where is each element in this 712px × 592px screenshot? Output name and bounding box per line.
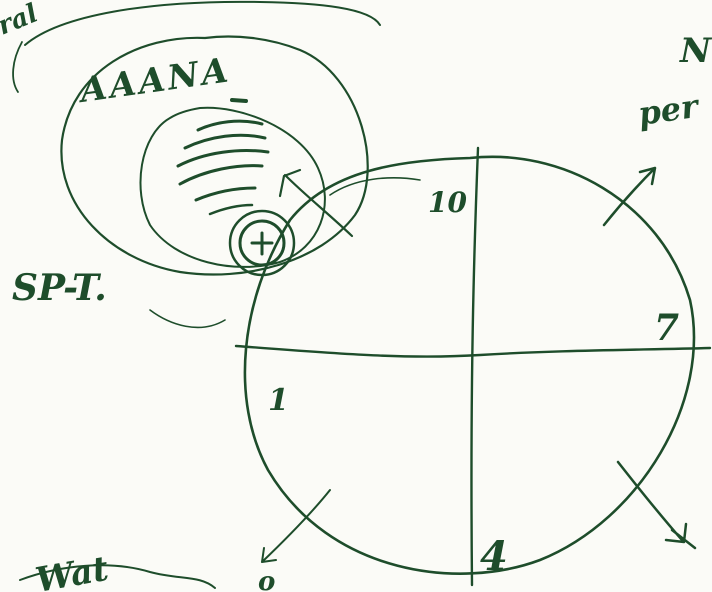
layers-text: AAANA [75,50,234,111]
layer-stroke-4 [180,166,262,184]
vertical-axis [471,148,478,585]
bottom-small-text: o [258,567,275,592]
layer-stroke-5 [196,188,255,200]
sp-t-label: SP-T. [12,267,107,309]
quadrant-label-1: 1 [268,383,289,418]
quadrant-label-4: 4 [480,533,508,580]
arrow-up-right [604,168,655,225]
dash-mark [232,100,246,101]
layer-stroke-6 [210,205,252,214]
sp-t-underline [150,310,225,327]
quadrant-label-7: 7 [654,307,679,349]
top-right-fragment-text: N [679,31,712,71]
layer-stroke-3 [178,151,268,166]
top-left-fragment-text: ral [0,0,42,41]
bottom-left-fragment-text: Wat [33,549,112,592]
layer-stroke-2 [185,135,265,148]
top-left-bracket [13,42,22,92]
quadrant-label-10: 10 [428,186,467,219]
circled-plus-icon [230,211,294,275]
per-label: per [636,87,702,133]
arrow-down-right [618,462,695,548]
arrow-down-left [262,490,330,562]
layer-stroke-1 [198,121,262,130]
